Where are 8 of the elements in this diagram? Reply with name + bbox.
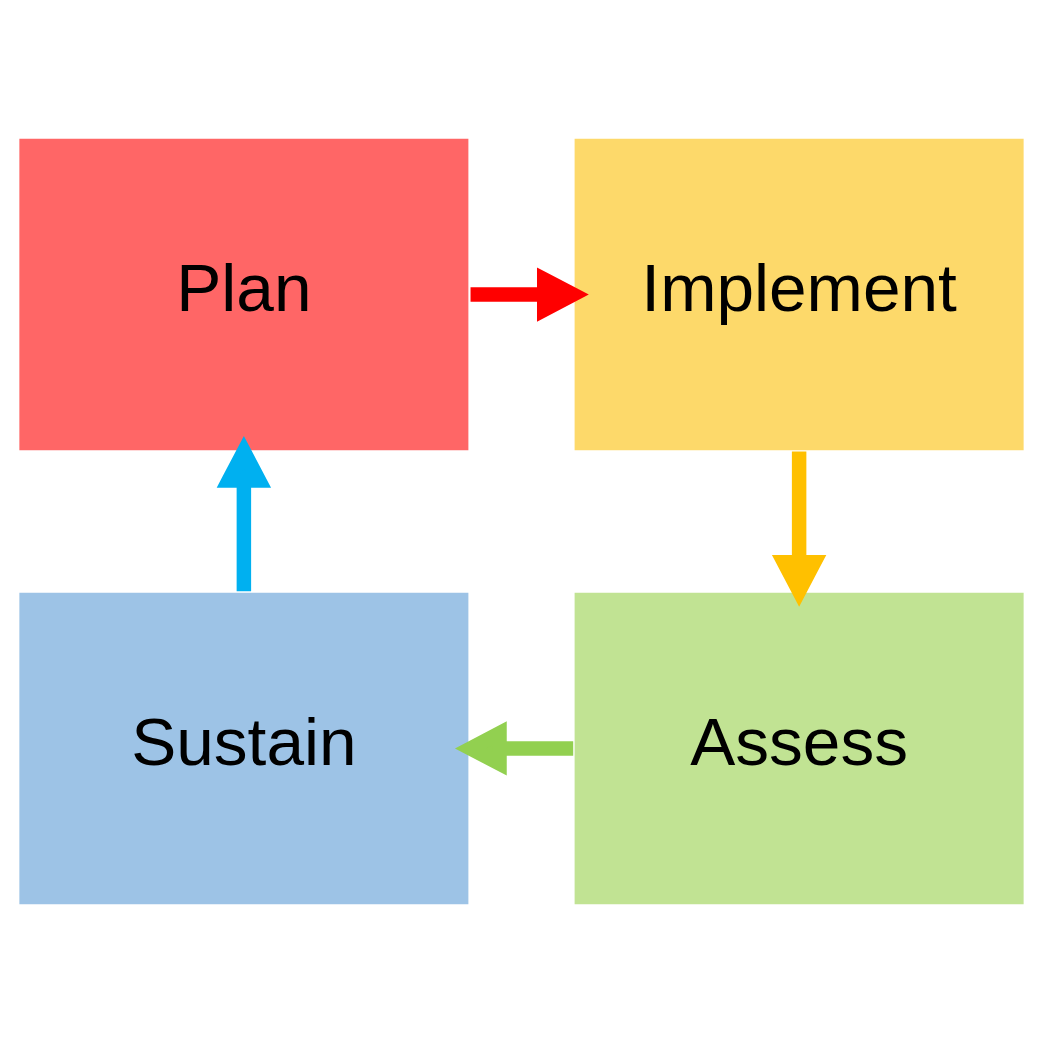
node-box: Assess [572,590,1027,907]
arrow [771,451,827,607]
arrow [216,435,272,592]
node-box: Plan [16,136,471,453]
node-box: Sustain [16,590,471,907]
node-box: Implement [572,136,1027,453]
arrow [454,721,574,776]
arrow [470,267,589,322]
